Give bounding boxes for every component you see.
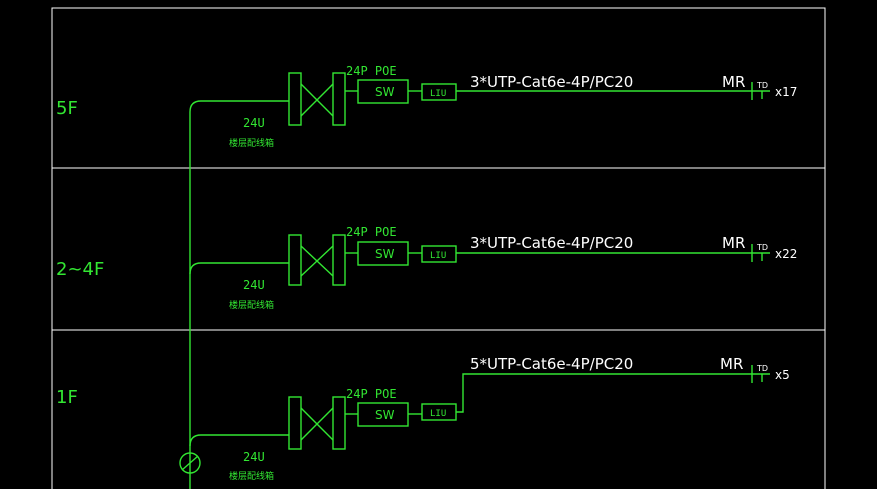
liu-label: LIU [430, 409, 446, 419]
rack-size: 24U [243, 450, 265, 464]
floor-label: 2~4F [56, 259, 104, 280]
riser-backbone [179, 112, 201, 489]
floor-2-4f: 2~4F SW 24P POE LIU 3*UTP-Cat6e-4P/PC20 … [56, 225, 797, 311]
rack-name: 楼层配线箱 [229, 299, 274, 311]
outlet-count: x22 [775, 247, 797, 261]
poe-label: 24P POE [346, 387, 397, 401]
floor-label: 5F [56, 98, 78, 119]
floor-5f: 5F SW 24P POE LIU 3*UTP-Cat6e-4P/PC20 MR… [56, 64, 797, 149]
liu-label: LIU [430, 251, 446, 261]
patch-panel-left [288, 396, 302, 450]
floor-1f: 1F SW 24P POE LIU 5*UTP-Cat6e-4P/PC20 MR… [56, 355, 790, 482]
td-label: TD [756, 364, 768, 373]
patch-panel-left [288, 234, 302, 286]
riser-branch [189, 100, 289, 113]
frame-border [51, 7, 826, 489]
switch-label: SW [375, 85, 395, 99]
mr-label: MR [722, 234, 745, 252]
td-label: TD [756, 81, 768, 90]
liu-box [421, 245, 457, 263]
patch-panel-right [332, 72, 346, 126]
outlet-count: x5 [775, 368, 790, 382]
riser-branch [189, 434, 289, 447]
td-label: TD [756, 243, 768, 252]
switch-label: SW [375, 247, 395, 261]
patch-panel-left [288, 72, 302, 126]
grounding-slash [181, 455, 199, 471]
cross-link-b [300, 83, 334, 117]
rack-size: 24U [243, 278, 265, 292]
drawing-frame [51, 7, 826, 489]
rack-name: 楼层配线箱 [229, 137, 274, 149]
cable-spec: 3*UTP-Cat6e-4P/PC20 [470, 73, 633, 91]
rack-name: 楼层配线箱 [229, 470, 274, 482]
cross-link-b [300, 407, 334, 441]
switch-label: SW [375, 408, 395, 422]
rack-size: 24U [243, 116, 265, 130]
outlet-count: x17 [775, 85, 797, 99]
floor-label: 1F [56, 387, 78, 408]
poe-label: 24P POE [346, 64, 397, 78]
cross-link-b [300, 245, 334, 277]
horizontal-cable [456, 373, 752, 413]
poe-label: 24P POE [346, 225, 397, 239]
cable-spec: 5*UTP-Cat6e-4P/PC20 [470, 355, 633, 373]
riser-branch [189, 262, 289, 275]
patch-panel-right [332, 234, 346, 286]
liu-box [421, 83, 457, 101]
mr-label: MR [720, 355, 743, 373]
cable-spec: 3*UTP-Cat6e-4P/PC20 [470, 234, 633, 252]
patch-panel-right [332, 396, 346, 450]
grounding-symbol [179, 452, 201, 474]
liu-label: LIU [430, 89, 446, 99]
mr-label: MR [722, 73, 745, 91]
